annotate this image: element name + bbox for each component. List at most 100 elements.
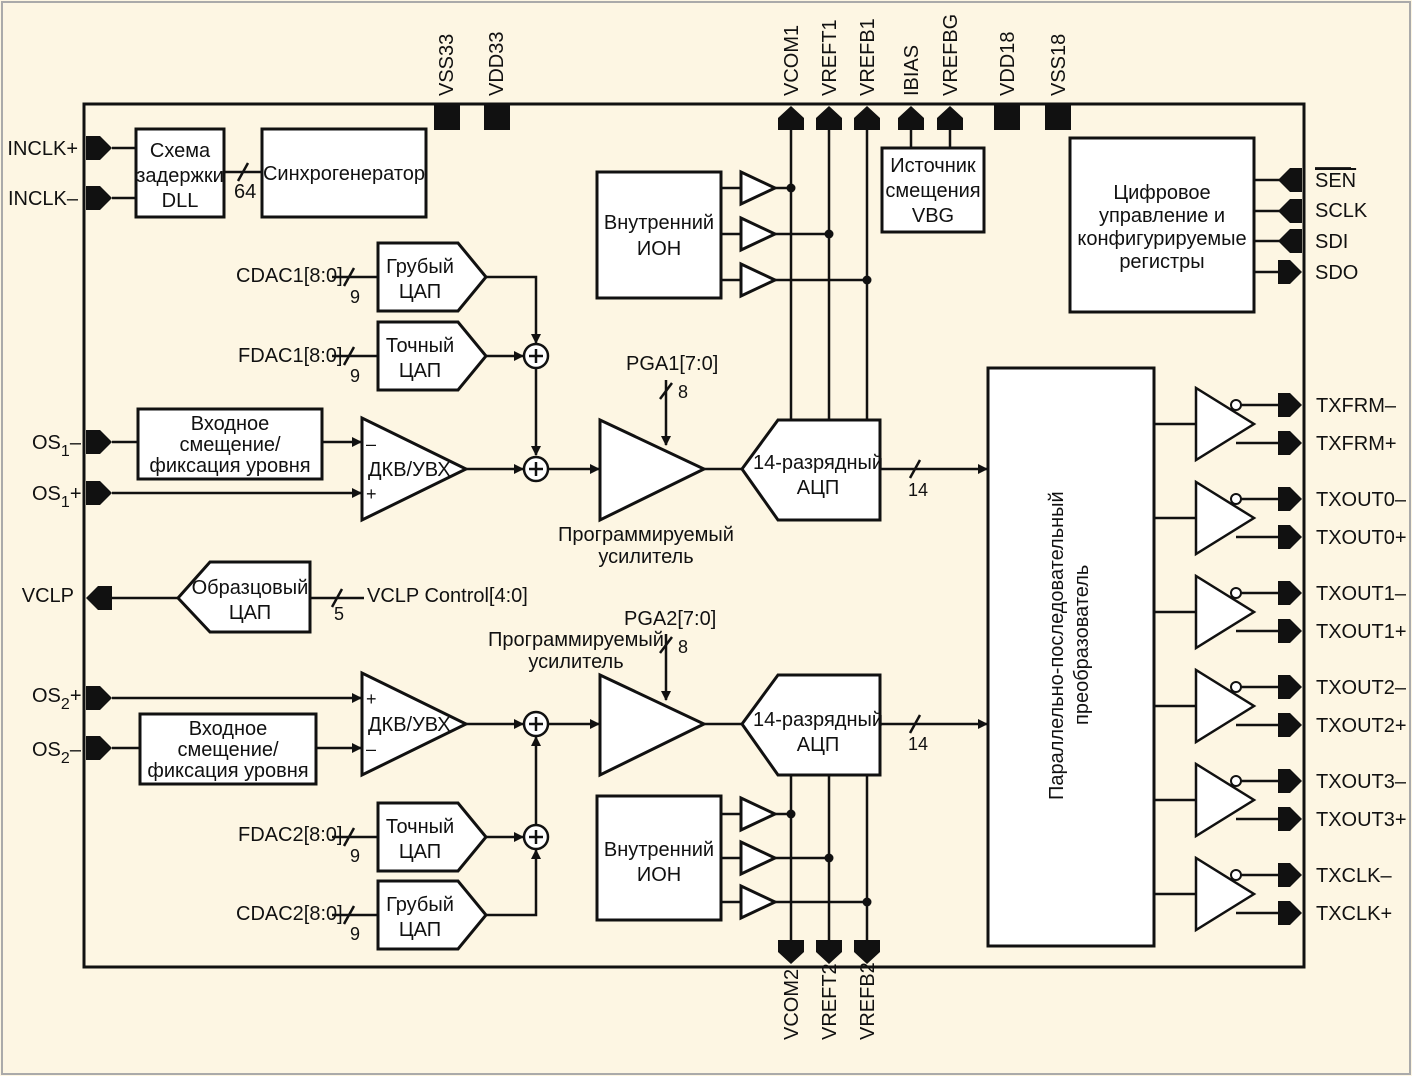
lvds-driver: [1194, 479, 1257, 557]
pin-os2-n: [86, 736, 112, 760]
pin-sdi: [1278, 229, 1302, 253]
cds-2-plus: +: [366, 689, 377, 709]
digital-line-2: управление и: [1099, 205, 1225, 227]
pin-tx-n: [1278, 769, 1302, 793]
dll-bus-width: 64: [234, 181, 256, 203]
pin-tx-p: [1278, 713, 1302, 737]
fine-dac-1-line-1: Точный: [386, 335, 454, 357]
pin-ibias: [898, 106, 924, 130]
pin-label-vclp: VCLP: [22, 585, 74, 607]
digital-line-3: конфигурируемые: [1077, 228, 1246, 250]
coarse-dac-1: [376, 241, 488, 313]
fine-dac-2-line-1: Точный: [386, 816, 454, 838]
pin-vdd18: [994, 104, 1020, 130]
digital-line-1: Цифровое: [1113, 182, 1210, 204]
pin-label-vss18: VSS18: [1048, 34, 1070, 96]
lvds-driver: [1194, 385, 1257, 463]
pin-tx-n: [1278, 487, 1302, 511]
adc-1-width: 14: [908, 480, 928, 500]
pin-label-tx-n: TXCLK–: [1316, 865, 1392, 887]
coarse-dac-1-line-2: ЦАП: [399, 281, 441, 303]
serializer-line-2: преобразователь: [1071, 565, 1093, 725]
pin-os1-n: [86, 430, 112, 454]
pin-sen: [1278, 168, 1302, 192]
pin-tx-p: [1278, 619, 1302, 643]
pin-label-inclk-n: INCLK–: [8, 188, 79, 210]
reference-dac-line-1: Образцовый: [192, 577, 309, 599]
fdac1-width: 9: [350, 366, 360, 386]
pin-label-os2-p: OS2+: [32, 685, 82, 713]
pin-vrefb2: [854, 940, 880, 964]
pin-inclk-p: [86, 136, 112, 160]
serializer-section: Параллельно-последовательный преобразова…: [986, 366, 1156, 948]
pin-os1-p: [86, 481, 112, 505]
vclp-control-label: VCLP Control[4:0]: [367, 585, 528, 607]
pga-2: [598, 672, 708, 778]
pin-tx-n: [1278, 393, 1302, 417]
vclp-section: Образцовый ЦАП 5 VCLP Control[4:0]: [112, 560, 528, 634]
vbg-block: [880, 146, 986, 234]
fine-dac-1: [376, 320, 488, 392]
pin-tx-n: [1278, 581, 1302, 605]
dll-block: [134, 127, 226, 219]
sync-generator-block: [260, 127, 428, 219]
pin-label-tx-n: TXOUT1–: [1316, 583, 1407, 605]
cdac2-width: 9: [350, 924, 360, 944]
pin-label-tx-n: TXOUT2–: [1316, 677, 1407, 699]
input-offset-2-line-1: Входное: [189, 718, 268, 740]
pin-label-tx-p: TXCLK+: [1316, 903, 1392, 925]
fine-dac-1-line-2: ЦАП: [399, 360, 441, 382]
pin-tx-p: [1278, 807, 1302, 831]
lvds-driver: [1194, 573, 1257, 651]
pin-label-tx-p: TXOUT1+: [1316, 621, 1407, 643]
pin-label-vdd18: VDD18: [997, 32, 1019, 96]
pin-label-ibias: IBIAS: [901, 45, 923, 96]
input-offset-1-line-3: фиксация уровня: [149, 455, 310, 477]
clock-section: Схема задержки DLL 64 Синхрогенератор: [112, 127, 428, 219]
internal-ref-2: [595, 794, 723, 922]
pin-label-tx-p: TXFRM+: [1316, 433, 1397, 455]
pin-label-sclk: SCLK: [1315, 200, 1368, 222]
serializer-line-1: Параллельно-последовательный: [1046, 491, 1068, 800]
pin-label-tx-p: TXOUT3+: [1316, 809, 1407, 831]
pin-label-vss33: VSS33: [436, 34, 458, 96]
pin-label-tx-p: TXOUT2+: [1316, 715, 1407, 737]
adc-2-line-2: АЦП: [797, 734, 840, 756]
dll-line-3: DLL: [162, 190, 199, 212]
pin-label-vreft2: VREFT2: [819, 963, 841, 1040]
lvds-driver: [1194, 761, 1257, 839]
pin-label-tx-p: TXOUT0+: [1316, 527, 1407, 549]
pga2-width: 8: [678, 637, 688, 657]
pin-label-os2-n: OS2–: [32, 739, 82, 767]
pin-vcom1: [778, 106, 804, 130]
pin-label-vrefbg: VREFBG: [940, 14, 962, 96]
pin-label-sdi: SDI: [1315, 231, 1348, 253]
adc-2-line-1: 14-разрядный: [753, 709, 883, 731]
pin-vreft1: [816, 106, 842, 130]
adc-1-line-1: 14-разрядный: [753, 452, 883, 474]
pin-tx-p: [1278, 431, 1302, 455]
pin-label-vrefb2: VREFB2: [857, 962, 879, 1040]
pga1-width: 8: [678, 382, 688, 402]
pin-vdd33: [484, 104, 510, 130]
pin-label-vdd33: VDD33: [486, 32, 508, 96]
digital-control-block: [1068, 136, 1256, 314]
pin-vreft2: [816, 940, 842, 964]
pin-vclp: [86, 586, 112, 610]
bottom-pins: VCOM2 VREFT2 VREFB2: [778, 940, 880, 1040]
internal-ref-2-line-1: Внутренний: [604, 839, 714, 861]
channel-1: CDAC1[8:0] 9 Грубый ЦАП FDAC1[8:0] 9 Точ…: [112, 130, 988, 568]
pin-label-tx-n: TXFRM–: [1316, 395, 1397, 417]
cdac1-width: 9: [350, 287, 360, 307]
cdac2-label: CDAC2[8:0]: [236, 903, 343, 925]
left-pins: INCLK+ INCLK– OS1– OS1+ VCLP OS2+ OS2–: [7, 136, 112, 767]
pga1-label: PGA1[7:0]: [626, 353, 718, 375]
pin-label-vcom1: VCOM1: [781, 25, 803, 96]
adc-2-width: 14: [908, 734, 928, 754]
coarse-dac-2-line-1: Грубый: [386, 894, 454, 916]
vbg-section: Источник смещения VBG: [880, 130, 986, 234]
sync-generator-label: Синхрогенератор: [263, 163, 425, 185]
lvds-driver: [1194, 855, 1257, 933]
lvds-driver: [1194, 667, 1257, 745]
digital-line-4: регистры: [1119, 251, 1204, 273]
